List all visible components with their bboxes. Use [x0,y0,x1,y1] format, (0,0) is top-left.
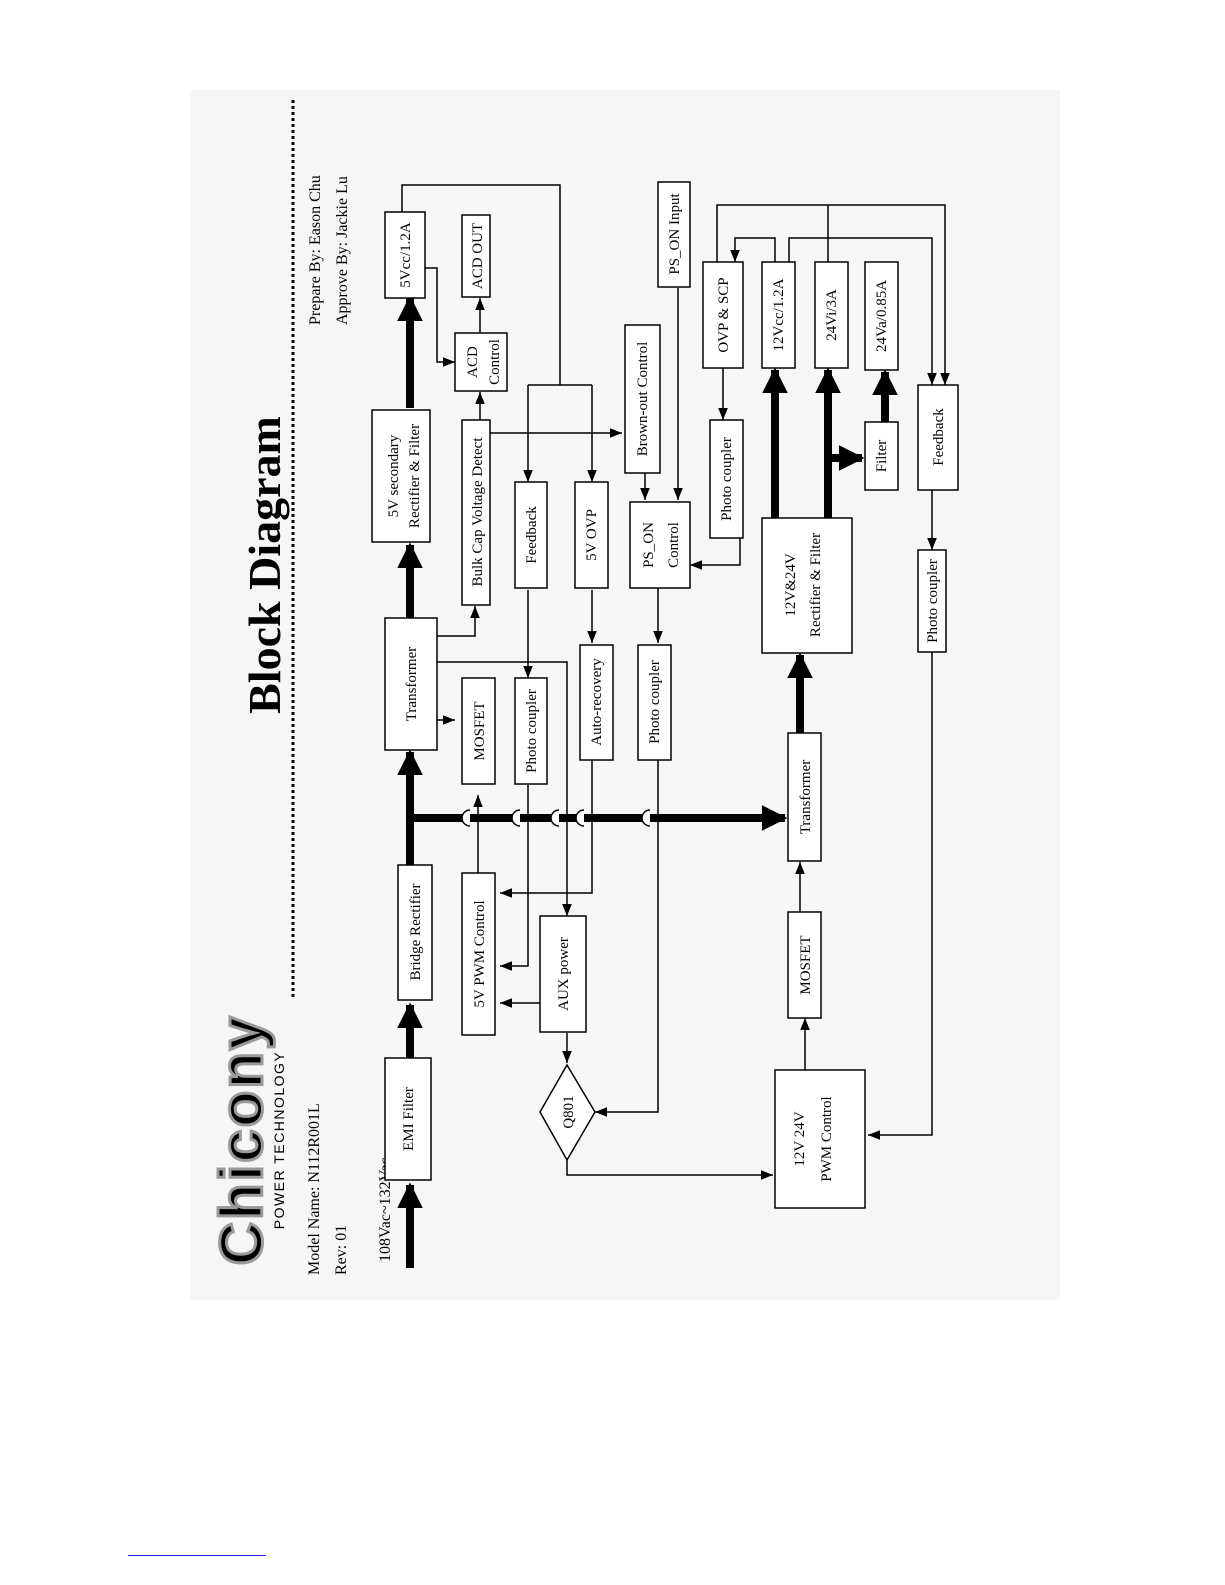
block-5vcc [384,211,426,299]
block-mosfet-main [787,911,822,1019]
block-pwm-12-24 [774,1069,866,1209]
logo-brand: Chicony [208,1015,275,1266]
block-5v-ovp [574,481,609,589]
label-feedback-2: Feedback [931,408,947,466]
label-photo-coupler-2: Photo coupler [647,660,663,744]
block-ovp-scp [702,261,744,369]
block-mosfet-5v [461,677,496,785]
label-emi-filter: EMI Filter [401,1087,417,1151]
block-brown-out [624,324,661,474]
block-rect-12-24 [761,517,853,654]
label-5v-secondary-1: 5V secondary [386,434,402,517]
label-transformer-main: Transformer [798,760,814,834]
block-photo-coupler-2 [637,644,672,761]
power-path [397,295,898,1268]
label-acd-control-1: ACD [465,346,481,378]
block-feedback-1 [514,481,548,589]
label-5v-ovp: 5V OVP [584,509,600,561]
label-photo-coupler-1: Photo coupler [524,689,540,773]
label-transformer-5v: Transformer [404,647,420,721]
label-brown-out: Brown-out Control [635,342,651,457]
block-photo-coupler-3 [709,419,744,539]
block-acd-out [461,214,491,298]
label-acd-control-2: Control [487,339,503,385]
label-auto-recovery: Auto-recovery [589,658,605,746]
label-bulk-cap: Bulk Cap Voltage Detect [470,437,486,587]
block-12vcc [761,261,796,369]
block-ps-on-control [629,501,691,589]
block-24va [864,261,899,371]
block-transformer-5v [384,617,438,751]
label-feedback-1: Feedback [524,506,540,564]
approved-by: Approve By: Jackie Lu [334,176,351,325]
page-title: Block Diagram [239,416,290,714]
label-pwm-12-24-2: PWM Control [819,1096,835,1181]
block-q801 [539,1063,596,1162]
label-ps-on-control-1: PS_ON [641,522,657,568]
label-rect-12-24-1: 12V&24V [783,553,799,617]
label-mosfet-main: MOSFET [798,935,814,994]
label-filter: Filter [874,440,890,473]
block-5v-secondary [371,409,431,543]
label-ps-on-control-2: Control [666,522,682,568]
block-bulk-cap [461,419,491,606]
input-voltage: 108Vac~132Vac [377,1157,394,1262]
block-5v-pwm [461,872,496,1036]
chicony-logo: Chicony POWER TECHNOLOGY [207,1013,288,1267]
diagram-background [190,90,1060,1300]
block-filter [864,421,899,491]
label-acd-out: ACD OUT [470,223,486,289]
label-ps-on-input: PS_ON Input [667,193,683,275]
block-photo-coupler-1 [514,677,548,785]
label-rect-12-24-2: Rectifier & Filter [808,533,824,637]
label-mosfet-5v: MOSFET [472,701,488,760]
label-24vi: 24Vi/3A [824,289,840,341]
model-name: Model Name: N112R001L [306,1103,323,1275]
label-24va: 24Va/0.85A [874,280,890,352]
revision: Rev: 01 [333,1225,350,1275]
label-5vcc: 5Vcc/1.2A [398,222,414,288]
block-24vi [814,261,849,369]
label-12vcc: 12Vcc/1.2A [771,278,787,351]
label-bridge-rectifier: Bridge Rectifier [408,883,424,980]
block-feedback-2 [917,384,959,491]
block-transformer-main [787,732,822,862]
block-photo-coupler-4 [917,549,947,653]
label-pwm-12-24-1: 12V 24V [792,1111,808,1166]
label-5v-secondary-2: Rectifier & Filter [407,424,423,528]
block-ps-on-input [657,181,691,288]
label-5v-pwm: 5V PWM Control [472,900,488,1007]
block-aux-power [539,915,587,1033]
crossover-hops [461,809,651,827]
logo-tagline: POWER TECHNOLOGY [271,1051,287,1230]
prepared-by: Prepare By: Eason Chu [307,175,324,325]
block-acd-control [454,332,508,392]
footer-link-underline[interactable] [128,1555,266,1556]
block-auto-recovery [579,644,614,761]
label-aux-power: AUX power [556,937,572,1011]
label-q801: Q801 [561,1095,577,1128]
signal-lines [401,184,950,1180]
block-emi-filter [384,1057,432,1181]
block-bridge-rectifier [397,864,433,1001]
label-photo-coupler-4: Photo coupler [925,559,941,643]
label-photo-coupler-3: Photo coupler [719,437,735,521]
label-ovp-scp: OVP & SCP [716,277,732,352]
